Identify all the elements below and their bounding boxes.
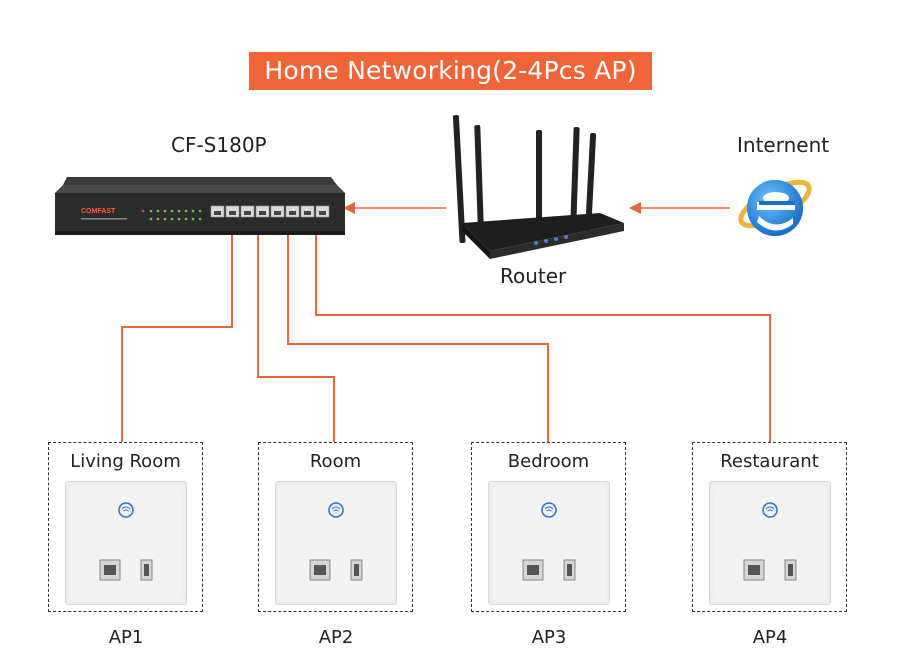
room-label: Bedroom (507, 451, 590, 472)
internet-explorer-icon (738, 179, 812, 236)
wifi-indicator-icon (328, 502, 344, 518)
room-box-living-room: Living Room (48, 442, 203, 612)
wall-ap-panel (709, 481, 831, 605)
router-device (452, 115, 624, 259)
switch-ap1-cable (121, 230, 233, 442)
room-box-room: Room (258, 442, 413, 612)
ap-label-2: AP2 (318, 627, 354, 648)
wifi-indicator-icon (118, 502, 134, 518)
switch-ap2-cable (257, 230, 335, 442)
wifi-indicator-icon (762, 502, 778, 518)
wall-ap-panel (275, 481, 397, 605)
room-label: Restaurant (720, 451, 819, 472)
room-box-bedroom: Bedroom (471, 442, 626, 612)
ap-label-4: AP4 (752, 627, 788, 648)
router-label: Router (500, 264, 567, 288)
switch-device: COMFAST (55, 177, 345, 235)
room-label: Room (309, 451, 362, 472)
internet-label: Internent (737, 133, 830, 157)
room-label: Living Room (70, 451, 181, 472)
switch-ap4-cable (315, 230, 771, 442)
room-box-restaurant: Restaurant (692, 442, 847, 612)
ap-label-1: AP1 (108, 627, 144, 648)
switch-model-label: CF-S180P (171, 133, 267, 157)
ap-label-3: AP3 (531, 627, 567, 648)
diagram-title: Home Networking(2-4Pcs AP) (249, 52, 652, 90)
wifi-indicator-icon (541, 502, 557, 518)
switch-ap3-cable (287, 230, 549, 442)
wall-ap-panel (65, 481, 187, 605)
switch-brand-logo: COMFAST (81, 208, 116, 215)
wall-ap-panel (488, 481, 610, 605)
